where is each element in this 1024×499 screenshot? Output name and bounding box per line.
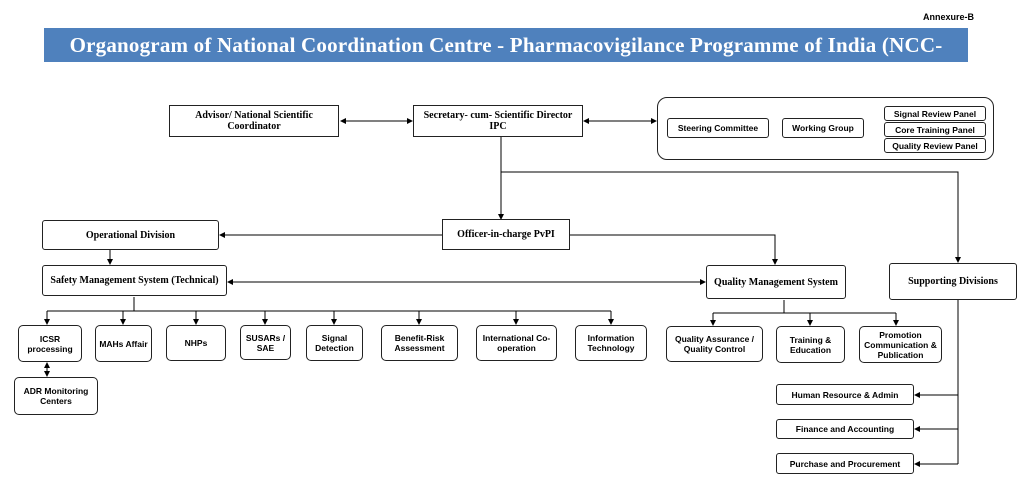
signal-detection-box: Signal Detection — [306, 325, 363, 361]
secretary-supporting-link — [501, 171, 961, 263]
advisor-box: Advisor/ National Scientific Coordinator — [169, 105, 339, 137]
benefit-risk-box: Benefit-Risk Assessment — [381, 325, 458, 361]
finance-accounting-box: Finance and Accounting — [776, 419, 914, 439]
officer-in-charge-box: Officer-in-charge PvPI — [442, 219, 570, 250]
quality-assurance-box: Quality Assurance / Quality Control — [666, 326, 763, 362]
working-group-box: Working Group — [782, 118, 864, 138]
mahs-affair-box: MAHs Affair — [95, 325, 152, 362]
purchase-procurement-box: Purchase and Procurement — [776, 453, 914, 474]
operational-division-box: Operational Division — [42, 220, 219, 250]
information-technology-box: Information Technology — [575, 325, 647, 361]
icsr-processing-box: ICSR processing — [18, 325, 82, 362]
quality-review-panel-box: Quality Review Panel — [884, 138, 986, 153]
signal-review-panel-box: Signal Review Panel — [884, 106, 986, 121]
page-title: Organogram of National Coordination Cent… — [44, 28, 968, 91]
training-education-box: Training & Education — [776, 326, 845, 363]
qms-box: Quality Management System — [706, 265, 846, 299]
nhps-box: NHPs — [166, 325, 226, 361]
supporting-divisions-box: Supporting Divisions — [889, 263, 1017, 300]
officer-qms-link — [570, 234, 778, 265]
adr-monitoring-centers-box: ADR Monitoring Centers — [14, 377, 98, 415]
annexure-label: Annexure-B — [922, 12, 974, 22]
promotion-communication-box: Promotion Communication & Publication — [859, 326, 942, 363]
secretary-box: Secretary- cum- Scientific Director IPC — [413, 105, 583, 137]
human-resource-admin-box: Human Resource & Admin — [776, 384, 914, 405]
international-cooperation-box: International Co-operation — [476, 325, 557, 361]
core-training-panel-box: Core Training Panel — [884, 122, 986, 137]
steering-committee-box: Steering Committee — [667, 118, 769, 138]
sms-box: Safety Management System (Technical) — [42, 265, 227, 296]
susars-sae-box: SUSARs / SAE — [240, 325, 291, 360]
